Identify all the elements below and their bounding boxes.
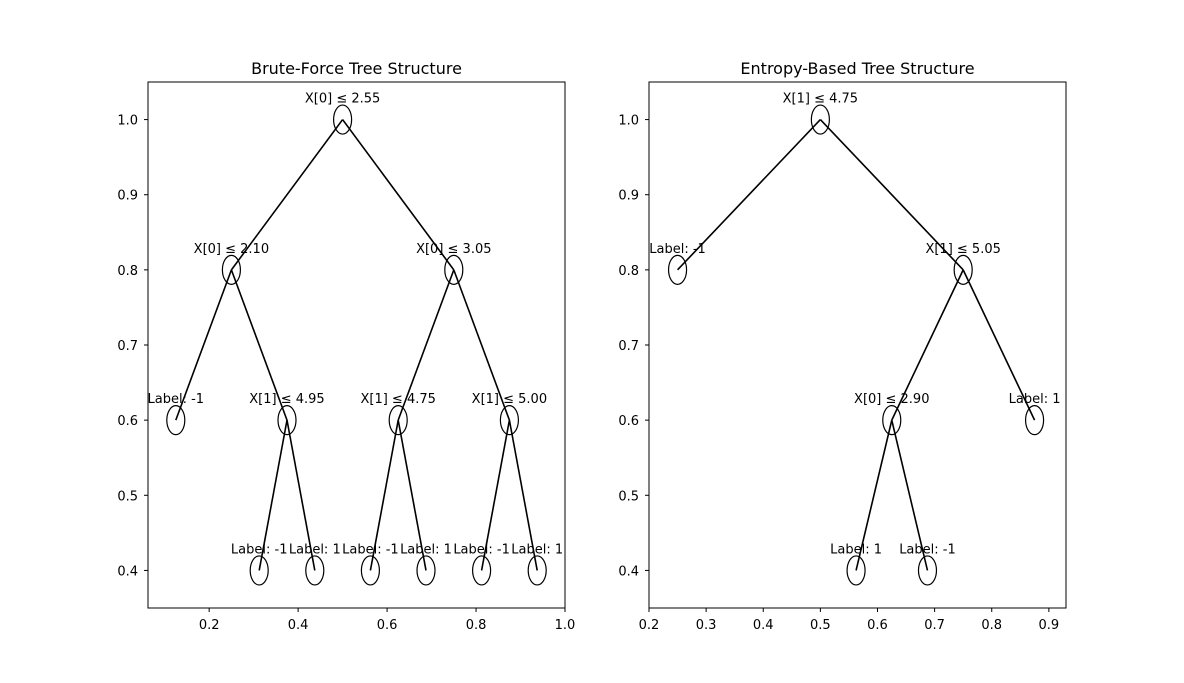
brute-force-tree-node	[305, 555, 325, 586]
brute-force-tree-edge	[175, 269, 233, 421]
entropy-chart-title: Entropy-Based Tree Structure	[740, 59, 974, 78]
brute-force-xtick-label: 0.4	[288, 618, 309, 633]
brute-force-tree-edge	[453, 269, 511, 421]
brute-force-tree-node	[333, 104, 353, 135]
brute-force-tree-node	[249, 555, 269, 586]
entropy-node-label: Label: -1	[899, 542, 956, 557]
entropy-tree-edge	[891, 269, 964, 421]
brute-force-xtick-label: 0.8	[466, 618, 487, 633]
brute-force-node-label: X[1] ≤ 4.75	[360, 392, 435, 407]
brute-force-ytick-label: 0.9	[117, 189, 138, 204]
brute-force-tree-node	[416, 555, 436, 586]
entropy-ytick-label: 0.6	[618, 414, 639, 429]
entropy-xtick-label: 0.7	[924, 618, 945, 633]
brute-force-ytick-label: 0.6	[117, 414, 138, 429]
brute-force-node-label: Label: 1	[400, 542, 452, 557]
brute-force-xtick-label: 1.0	[555, 618, 576, 633]
brute-force-tree-node	[472, 555, 492, 586]
brute-force-node-label: Label: -1	[453, 542, 510, 557]
brute-force-tree-edge	[508, 419, 538, 571]
entropy-node-label: X[1] ≤ 4.75	[783, 92, 858, 107]
entropy-xtick-label: 0.3	[696, 618, 717, 633]
entropy-xtick-label: 0.4	[753, 618, 774, 633]
brute-force-node-label: X[0] ≤ 2.55	[305, 92, 380, 107]
entropy-tree-node	[917, 555, 938, 586]
brute-force-node-label: Label: -1	[148, 392, 205, 407]
entropy-tree-edge	[962, 269, 1036, 421]
brute-force-chart-title: Brute-Force Tree Structure	[251, 59, 462, 78]
brute-force-tree-node	[221, 254, 241, 285]
brute-force-ytick-label: 0.8	[117, 264, 138, 279]
brute-force-tree-node	[360, 555, 380, 586]
entropy-ytick-label: 0.7	[618, 339, 639, 354]
entropy-tree-panel: Entropy-Based Tree Structure 0.2 0.3 0.4 0.5…	[618, 59, 1067, 633]
brute-force-tree-edge	[397, 269, 455, 421]
brute-force-tree-edge	[230, 119, 344, 271]
entropy-xtick-label: 0.8	[981, 618, 1002, 633]
brute-force-tree-edge	[286, 419, 316, 571]
brute-force-node-label: Label: 1	[511, 542, 563, 557]
entropy-ytick-label: 0.8	[618, 264, 639, 279]
brute-force-ytick-label: 0.5	[117, 489, 138, 504]
brute-force-tree-edge	[258, 419, 288, 571]
entropy-node-label: X[1] ≤ 5.05	[925, 242, 1000, 257]
brute-force-tree-node	[166, 405, 186, 436]
brute-force-tree-edge	[369, 419, 399, 571]
entropy-ytick-label: 0.4	[618, 564, 639, 579]
entropy-node-label: Label: 1	[830, 542, 882, 557]
entropy-ytick-label: 0.9	[618, 189, 639, 204]
brute-force-ytick-label: 0.4	[117, 564, 138, 579]
brute-force-tree-node	[277, 405, 297, 436]
entropy-tree-edge	[676, 119, 821, 271]
entropy-node-label: Label: -1	[649, 242, 706, 257]
entropy-node-label: X[0] ≤ 2.90	[854, 392, 929, 407]
brute-force-tree-edge	[480, 419, 511, 571]
entropy-tree-edge	[855, 419, 893, 571]
brute-force-ytick-label: 1.0	[117, 114, 138, 129]
entropy-xtick-label: 0.2	[639, 618, 660, 633]
brute-force-xtick-label: 0.2	[199, 618, 220, 633]
brute-force-tree-node	[527, 555, 547, 586]
entropy-ytick-label: 0.5	[618, 489, 639, 504]
brute-force-ytick-label: 0.7	[117, 339, 138, 354]
brute-force-tree-edge	[230, 269, 288, 421]
entropy-xtick-label: 0.9	[1039, 618, 1060, 633]
brute-force-xtick-label: 0.6	[377, 618, 398, 633]
brute-force-tree-node	[444, 254, 464, 285]
entropy-xtick-label: 0.5	[810, 618, 831, 633]
brute-force-tree-node	[499, 405, 519, 436]
entropy-tree-node	[1024, 405, 1045, 436]
brute-force-node-label: X[1] ≤ 5.00	[472, 392, 547, 407]
entropy-tree-edge	[890, 419, 929, 571]
brute-force-node-label: X[0] ≤ 2.10	[194, 242, 269, 257]
entropy-tree-node	[846, 555, 866, 586]
entropy-ytick-label: 1.0	[618, 114, 639, 129]
entropy-xtick-label: 0.6	[867, 618, 888, 633]
brute-force-node-label: Label: 1	[289, 542, 341, 557]
entropy-node-label: Label: 1	[1009, 392, 1061, 407]
entropy-tree-node	[953, 254, 973, 285]
entropy-tree-node	[810, 104, 830, 135]
brute-force-tree-edge	[341, 119, 455, 271]
brute-force-node-label: Label: -1	[342, 542, 399, 557]
entropy-tree-node	[882, 405, 902, 436]
brute-force-node-label: X[0] ≤ 3.05	[416, 242, 491, 257]
brute-force-node-label: X[1] ≤ 4.95	[249, 392, 324, 407]
brute-force-tree-panel: Brute-Force Tree Structure 0.2 0.4 0.6 0.8 1.…	[117, 59, 575, 633]
brute-force-tree-node	[388, 405, 408, 436]
entropy-tree-node	[667, 254, 688, 285]
brute-force-node-label: Label: -1	[231, 542, 288, 557]
brute-force-tree-edge	[397, 419, 427, 571]
entropy-tree-edge	[819, 119, 964, 271]
